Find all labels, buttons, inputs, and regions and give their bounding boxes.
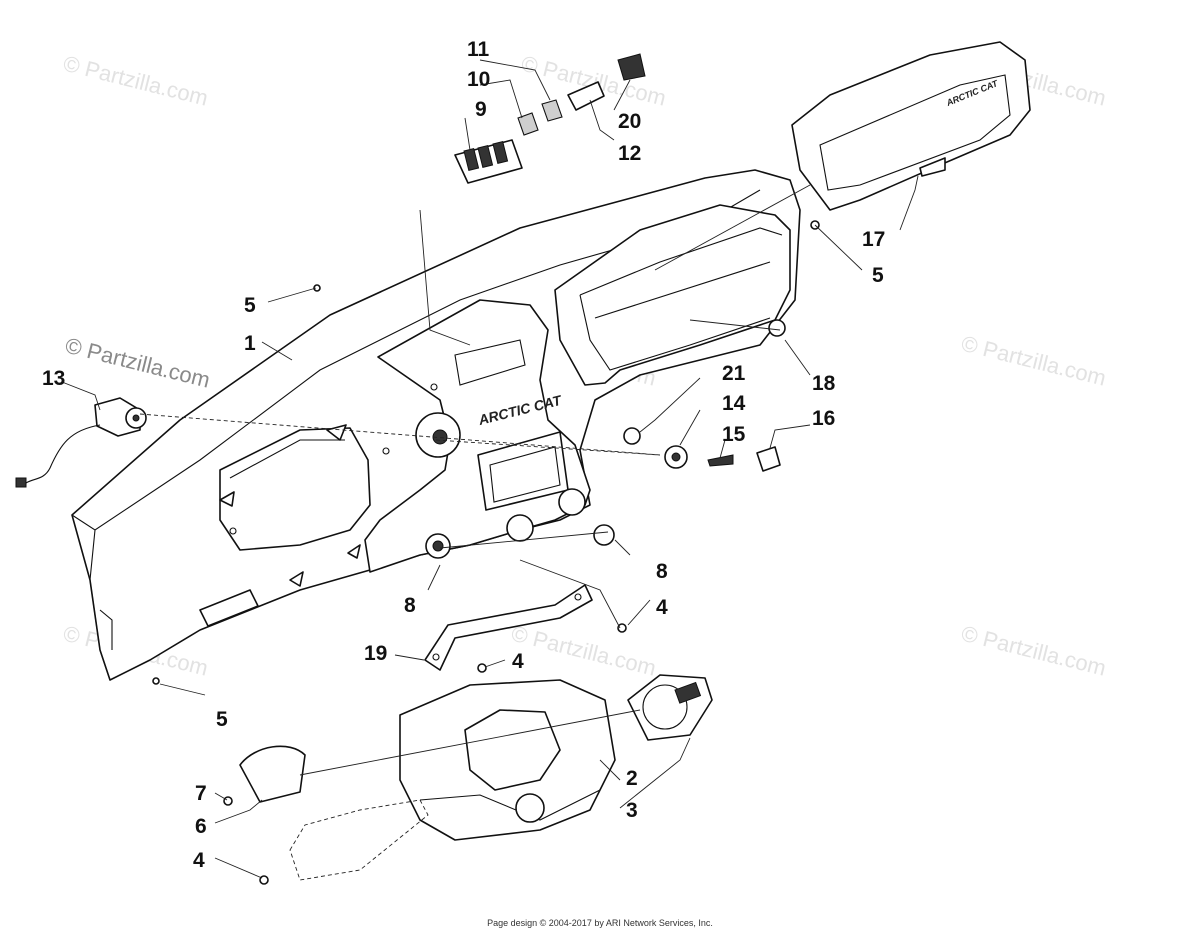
gauge: [627, 674, 713, 741]
callout-11: 11: [467, 38, 490, 61]
instrument-bezel: [399, 679, 616, 841]
upper-cover: ARCTIC CAT: [791, 41, 1031, 211]
dash-panel: ARCTIC CAT: [71, 169, 801, 681]
bushing: [623, 427, 641, 445]
footer-copyright: Page design © 2004-2017 by ARI Network S…: [487, 918, 713, 928]
callout-1: 1: [244, 332, 256, 355]
key: [707, 454, 734, 467]
switch-body: [567, 81, 605, 111]
callout-13: 13: [42, 367, 65, 390]
callout-5-bottom: 5: [216, 708, 228, 731]
callout-8-right: 8: [656, 560, 668, 583]
callout-17: 17: [862, 228, 885, 251]
switch-plug: [617, 53, 646, 81]
callout-labels: 11 10 9 20 12 5 1 13 17 5 21 18 14 15 16…: [42, 38, 885, 872]
callout-5-right: 5: [872, 264, 884, 287]
nut-hole: [671, 452, 681, 462]
screw: [617, 623, 627, 633]
screw: [313, 284, 321, 292]
callout-9: 9: [475, 98, 487, 121]
callout-8-left: 8: [404, 594, 416, 617]
watermark: © Partzilla.com: [959, 621, 1109, 681]
callout-6: 6: [195, 815, 207, 838]
callout-12: 12: [618, 142, 641, 165]
callout-5-top: 5: [244, 294, 256, 317]
mount-outline: [289, 799, 429, 881]
switch-bank: [454, 139, 523, 184]
bracket: [424, 584, 593, 671]
switch-cap: [517, 112, 539, 136]
leader-lines: [61, 59, 919, 879]
callout-4-bottom: 4: [193, 849, 205, 872]
callout-21: 21: [722, 362, 746, 385]
outlet: [593, 524, 615, 546]
switch-cap-lens: [541, 99, 563, 122]
watermark: © Partzilla.com: [959, 331, 1109, 391]
gauge-cup: [239, 745, 306, 803]
callout-16: 16: [812, 407, 835, 430]
watermark-dark: © Partzilla.com: [63, 333, 213, 393]
screw: [223, 796, 233, 806]
callout-15: 15: [722, 423, 746, 446]
callout-7: 7: [195, 782, 207, 805]
callout-14: 14: [722, 392, 746, 415]
ignition-switch: [15, 397, 147, 488]
watermark: © Partzilla.com: [61, 51, 211, 111]
callout-2: 2: [626, 767, 638, 790]
key-fob: [756, 446, 781, 472]
grommet: [768, 319, 786, 337]
callout-18: 18: [812, 372, 836, 395]
callout-19: 19: [364, 642, 387, 665]
screw: [152, 677, 160, 685]
screw: [477, 663, 487, 673]
watermark: © Partzilla.com: [509, 621, 659, 681]
callout-4-mid: 4: [512, 650, 524, 673]
callout-3: 3: [626, 799, 638, 822]
callout-10: 10: [467, 68, 490, 91]
callout-20: 20: [618, 110, 641, 133]
callout-4-right: 4: [656, 596, 668, 619]
